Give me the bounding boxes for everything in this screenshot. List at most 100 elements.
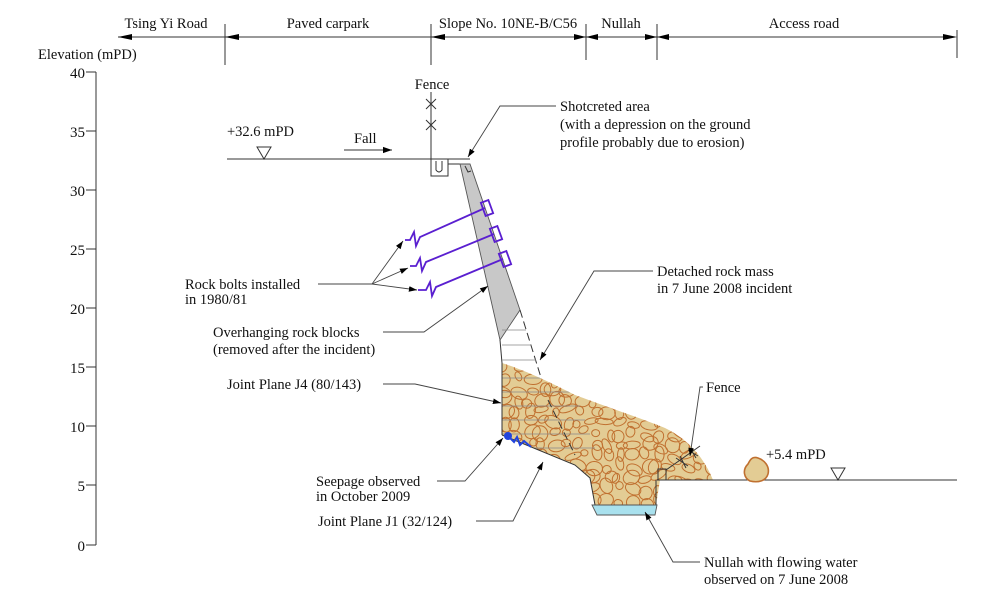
overhanging-label: Overhanging rock blocks (removed after t… — [213, 325, 375, 358]
rock-bolt — [405, 198, 495, 250]
joint-j1-label: Joint Plane J1 (32/124) — [318, 514, 452, 530]
overhanging-leader — [383, 285, 489, 333]
boulder-texture — [527, 459, 537, 471]
boulder-texture — [580, 449, 589, 457]
boulder-texture — [502, 386, 512, 399]
boulder-texture — [622, 469, 641, 486]
boulder-texture — [621, 381, 640, 395]
axis-title: Elevation (mPD) — [38, 47, 137, 63]
boulder-texture — [571, 437, 583, 450]
nullah-leader — [644, 511, 700, 563]
boulder-texture — [642, 381, 653, 393]
zone-slope: Slope No. 10NE-B/C56 — [439, 16, 577, 32]
boulder-texture — [502, 363, 508, 373]
fall-label: Fall — [354, 131, 377, 147]
boulder-texture — [602, 374, 614, 385]
boulder-texture — [670, 415, 685, 431]
boulder-texture — [623, 363, 640, 374]
boulder-texture — [688, 375, 702, 388]
rock-bolts-label: Rock bolts installed in 1980/81 — [185, 277, 304, 308]
boulder-texture — [697, 396, 713, 409]
boulder-texture — [591, 429, 601, 438]
boulder-texture — [677, 395, 690, 408]
boulder-texture — [706, 401, 713, 417]
boulder-texture — [602, 391, 620, 404]
boulder-texture — [627, 421, 640, 429]
boulder-texture — [665, 389, 680, 404]
boulder-texture — [611, 392, 628, 405]
boulder-texture — [502, 474, 515, 484]
boulder-texture — [662, 493, 680, 502]
detached-label: Detached rock mass in 7 June 2008 incide… — [657, 264, 792, 297]
boulder-texture — [687, 430, 706, 441]
boulder-texture — [703, 452, 713, 463]
boulder-texture — [640, 498, 655, 505]
boulder-texture — [704, 490, 713, 505]
boulder-texture — [510, 470, 529, 484]
boulder-texture — [571, 493, 588, 505]
boulder-texture — [652, 430, 665, 444]
boulder-texture — [617, 372, 627, 380]
zone-nullah: Nullah — [601, 16, 641, 32]
shotcrete-label: Shotcreted area (with a depression on th… — [560, 99, 754, 151]
boulder-texture — [594, 417, 614, 426]
boulder-texture — [588, 363, 599, 373]
rock-bolts-leader — [318, 240, 418, 292]
boulder-texture — [654, 445, 665, 463]
boulder-texture — [664, 437, 681, 454]
boulder-texture — [610, 363, 629, 375]
tick-label: 10 — [70, 420, 85, 436]
boulder-texture — [559, 403, 577, 414]
boulder-texture — [502, 444, 510, 453]
boulder-texture — [535, 363, 546, 376]
tick-label: 30 — [70, 184, 85, 200]
boulder-texture — [502, 463, 507, 473]
boulder-texture — [502, 484, 509, 498]
header-dimension-line — [118, 24, 958, 65]
boulder-texture — [527, 450, 537, 465]
fence-top — [425, 92, 437, 159]
boulder-texture — [667, 382, 677, 394]
fence-top-label: Fence — [415, 77, 450, 93]
boulder-texture — [584, 417, 599, 425]
boulder-texture — [565, 472, 581, 484]
boulder-texture — [664, 485, 683, 496]
tick-label: 0 — [78, 539, 86, 555]
boulder-texture — [513, 493, 521, 505]
boulder-texture — [631, 398, 643, 410]
boulder-texture — [598, 406, 616, 421]
boulder-texture — [681, 463, 696, 474]
boulder-texture — [539, 382, 552, 397]
boulder-texture — [674, 496, 692, 505]
boulder-texture — [575, 382, 586, 395]
boulder-texture — [523, 483, 536, 498]
boulder-texture — [547, 439, 566, 453]
boulder-texture — [526, 363, 537, 373]
boulder-texture — [638, 374, 651, 390]
boulder-texture — [502, 499, 510, 505]
rock-bolts — [405, 198, 513, 300]
boulder-texture — [524, 424, 541, 440]
boulder-texture — [578, 425, 589, 434]
tick-label: 15 — [70, 361, 85, 377]
rock-bolt — [410, 224, 504, 275]
boulder-texture — [560, 438, 572, 448]
boulder-texture — [572, 420, 581, 429]
boulder-texture — [660, 463, 676, 472]
boulder-texture — [560, 363, 573, 376]
tick-label: 20 — [70, 302, 85, 318]
boulder-texture — [655, 395, 667, 405]
boulder-texture — [693, 461, 702, 471]
boulder-texture — [641, 365, 650, 374]
boulder-texture — [572, 365, 588, 376]
boulder-texture — [703, 420, 712, 431]
boulder-texture — [502, 389, 513, 406]
boulder-texture — [626, 463, 643, 477]
boulder-texture — [535, 492, 552, 505]
boulder-texture — [508, 417, 520, 433]
boulder-texture — [682, 404, 692, 416]
boulder-texture — [667, 373, 676, 381]
boulder-texture — [624, 482, 642, 496]
boulder-texture — [581, 372, 591, 385]
